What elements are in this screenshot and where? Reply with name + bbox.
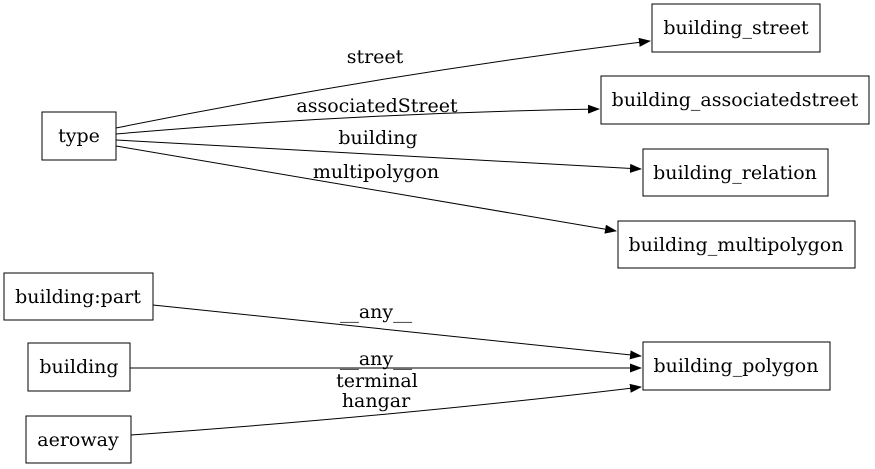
edge-label-hangar: hangar [342, 390, 411, 412]
node-aeroway-label: aeroway [37, 429, 119, 451]
node-building-part-label: building:part [15, 286, 141, 308]
node-building_polygon-box [642, 341, 831, 391]
node-building: building [27, 342, 131, 392]
edge-label-multipolygon: multipolygon [313, 161, 439, 183]
edges-group [115, 37, 651, 436]
node-building_street-box [651, 3, 821, 53]
node-building-label: building [39, 356, 118, 378]
edge-label-any-2: __any__ [340, 348, 413, 370]
edge-aeroway-to-building_polygon [130, 383, 642, 436]
node-aeroway-box [25, 415, 132, 464]
node-building_multipolygon-label: building_multipolygon [629, 234, 844, 256]
edge-label-associatedstreet: associatedStreet [296, 95, 458, 117]
edge-label-building: building [338, 127, 417, 149]
node-building-part: building:part [3, 272, 154, 321]
node-building-part-box [3, 272, 154, 321]
edge-labels-group: street associatedStreet building multipo… [296, 46, 458, 412]
edge-type-to-building_street [115, 37, 651, 129]
node-building_relation: building_relation [642, 148, 829, 197]
node-building_polygon: building_polygon [642, 341, 831, 391]
node-building_street: building_street [651, 3, 821, 53]
node-type: type [41, 111, 117, 161]
node-building-box [27, 342, 131, 392]
node-building_street-label: building_street [663, 17, 809, 39]
node-aeroway: aeroway [25, 415, 132, 464]
edge-label-street: street [347, 46, 404, 68]
edge-type-to-building_associatedstreet [115, 104, 600, 135]
node-type-box [41, 111, 117, 161]
node-type-label: type [58, 125, 100, 147]
node-building_multipolygon: building_multipolygon [617, 220, 856, 269]
node-building_associatedstreet: building_associatedstreet [600, 75, 870, 125]
edge-type-to-building_multipolygon [115, 145, 617, 234]
node-building_polygon-label: building_polygon [654, 355, 819, 377]
edge-label-any-1: __any__ [340, 301, 413, 323]
node-building_relation-box [642, 148, 829, 197]
node-building_associatedstreet-box [600, 75, 870, 125]
edge-buildingpart-to-building_polygon [152, 304, 642, 360]
node-building_relation-label: building_relation [653, 162, 817, 184]
edge-label-terminal: terminal [336, 370, 418, 392]
node-building_associatedstreet-label: building_associatedstreet [612, 89, 859, 111]
edge-type-to-building_relation [115, 139, 642, 173]
node-building_multipolygon-box [617, 220, 856, 269]
